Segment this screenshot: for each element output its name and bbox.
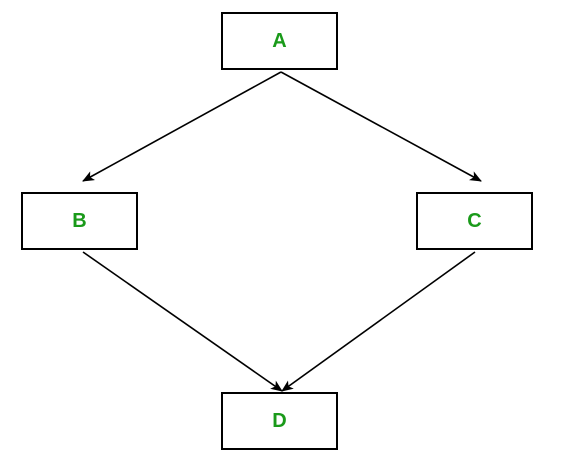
node-d-label: D	[272, 409, 287, 432]
node-c: C	[416, 192, 533, 250]
node-a-label: A	[272, 29, 287, 52]
node-a: A	[221, 12, 338, 70]
node-d: D	[221, 392, 338, 450]
edge-a-to-b	[82, 71, 282, 182]
node-c-label: C	[467, 209, 482, 232]
edge-c-to-d	[281, 251, 476, 392]
node-b: B	[21, 192, 138, 250]
node-b-label: B	[72, 209, 87, 232]
edge-a-to-c	[280, 71, 482, 182]
edge-b-to-d	[82, 251, 283, 392]
